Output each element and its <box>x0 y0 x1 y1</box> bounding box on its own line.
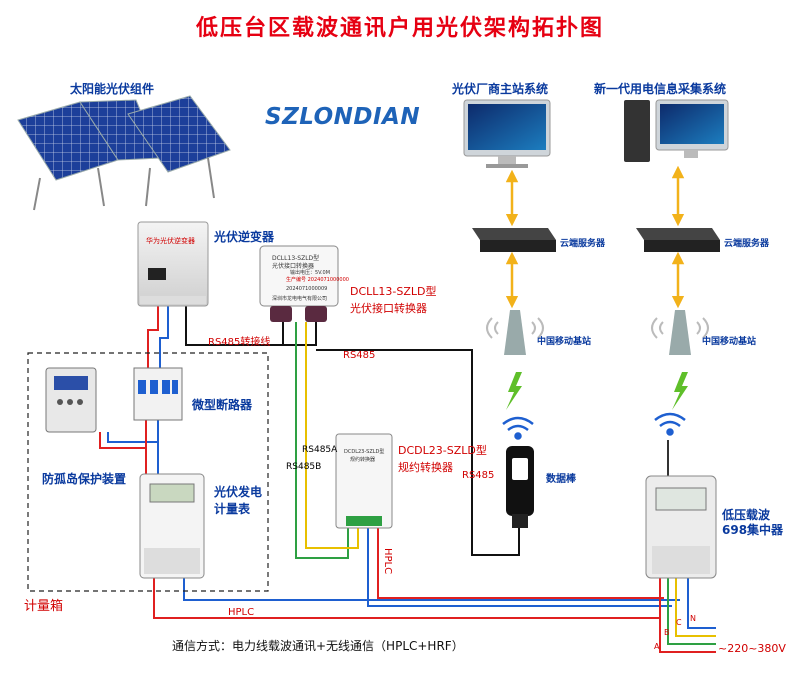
inverter-label: 光伏逆变器 <box>214 230 275 244</box>
lightning-icon <box>506 372 688 410</box>
pv-meter-label-1: 光伏发电 <box>214 485 263 499</box>
desktop-tower-icon <box>624 99 729 162</box>
cloud-server-label-2: 云端服务器 <box>724 239 770 249</box>
pv-converter-name: 光伏接口转换器 <box>350 302 427 315</box>
pv-meter-device <box>139 473 205 579</box>
phase-b: B <box>664 628 670 637</box>
protocol-converter-model: DCDL23-SZLD型 <box>398 444 487 457</box>
company-logo: SZLONDIAN <box>265 104 421 130</box>
voltage-label: ~220~380V <box>718 642 786 655</box>
inverter-device <box>137 221 209 307</box>
pv-meter-label-2: 计量表 <box>214 502 251 516</box>
pv-interface-converter-device <box>259 245 339 322</box>
meter-box-outline <box>27 352 269 592</box>
cell-tower-5g-icon <box>486 310 709 355</box>
dcll-id1-text: 生产编号 2024071000000 <box>286 277 349 283</box>
link-arrows <box>505 165 685 309</box>
base-station-label-2: 中国移动基站 <box>702 337 757 347</box>
dcll-fields-text: 输出电压：5V.0M <box>290 270 331 276</box>
dcll-id2-text: 2024071000009 <box>286 286 328 292</box>
hplc-bottom-label: HPLC <box>228 607 255 618</box>
rs485a-label: RS485A <box>302 445 338 455</box>
hplc-vertical-label: HPLC <box>382 548 393 575</box>
breaker-label: 微型断路器 <box>192 398 253 412</box>
phase-n: N <box>690 614 696 623</box>
inverter-brand-label: 华为光伏逆变器 <box>146 237 195 245</box>
monitor-icon <box>463 99 551 168</box>
rs485-cable-label: RS485转接线 <box>208 337 271 348</box>
meter-box-label: 计量箱 <box>24 599 64 614</box>
phase-c: C <box>676 618 682 627</box>
breaker-device <box>133 367 183 421</box>
solar-panel-icon <box>17 95 231 211</box>
anti-island-device <box>45 367 97 433</box>
concentrator-label-1: 低压载波 <box>722 508 771 522</box>
anti-island-label: 防孤岛保护装置 <box>42 472 127 486</box>
wires <box>99 306 716 653</box>
dcll-model-text: DCLL13-SZLD型 <box>272 255 320 262</box>
data-stick-icon <box>506 446 534 528</box>
dcdl-model-text: DCDL23-SZLD型 <box>344 449 385 455</box>
concentrator-icon <box>645 440 717 579</box>
solar-modules-label: 太阳能光伏组件 <box>70 82 155 96</box>
pv-converter-model: DCLL13-SZLD型 <box>350 285 437 298</box>
server-icon <box>472 228 720 252</box>
new-gen-system-label: 新一代用电信息采集系统 <box>594 82 727 96</box>
phase-a: A <box>654 642 660 651</box>
dcll-name-text: 光伏接口转换器 <box>272 263 315 270</box>
page-title: 低压台区载波通讯户用光伏架构拓扑图 <box>195 15 604 41</box>
comm-method-text: 通信方式：电力线载波通讯+无线通信（HPLC+HRF） <box>172 639 464 653</box>
dcll-maker-text: 深圳市龙电电气有限公司 <box>272 296 328 302</box>
base-station-label-1: 中国移动基站 <box>537 337 592 347</box>
rs485-top-label: RS485 <box>343 350 376 361</box>
protocol-converter-device <box>335 433 393 529</box>
dcdl-name-text: 规约转换器 <box>350 457 376 463</box>
wifi-icon <box>502 412 686 440</box>
protocol-converter-name: 规约转换器 <box>398 461 453 474</box>
rs485-right-label: RS485 <box>462 470 495 481</box>
pv-master-label: 光伏厂商主站系统 <box>452 82 549 96</box>
rs485b-label: RS485B <box>286 462 322 472</box>
concentrator-label-2: 698集中器 <box>722 523 784 537</box>
cloud-server-label-1: 云端服务器 <box>560 239 606 249</box>
data-stick-label: 数据棒 <box>546 474 576 485</box>
